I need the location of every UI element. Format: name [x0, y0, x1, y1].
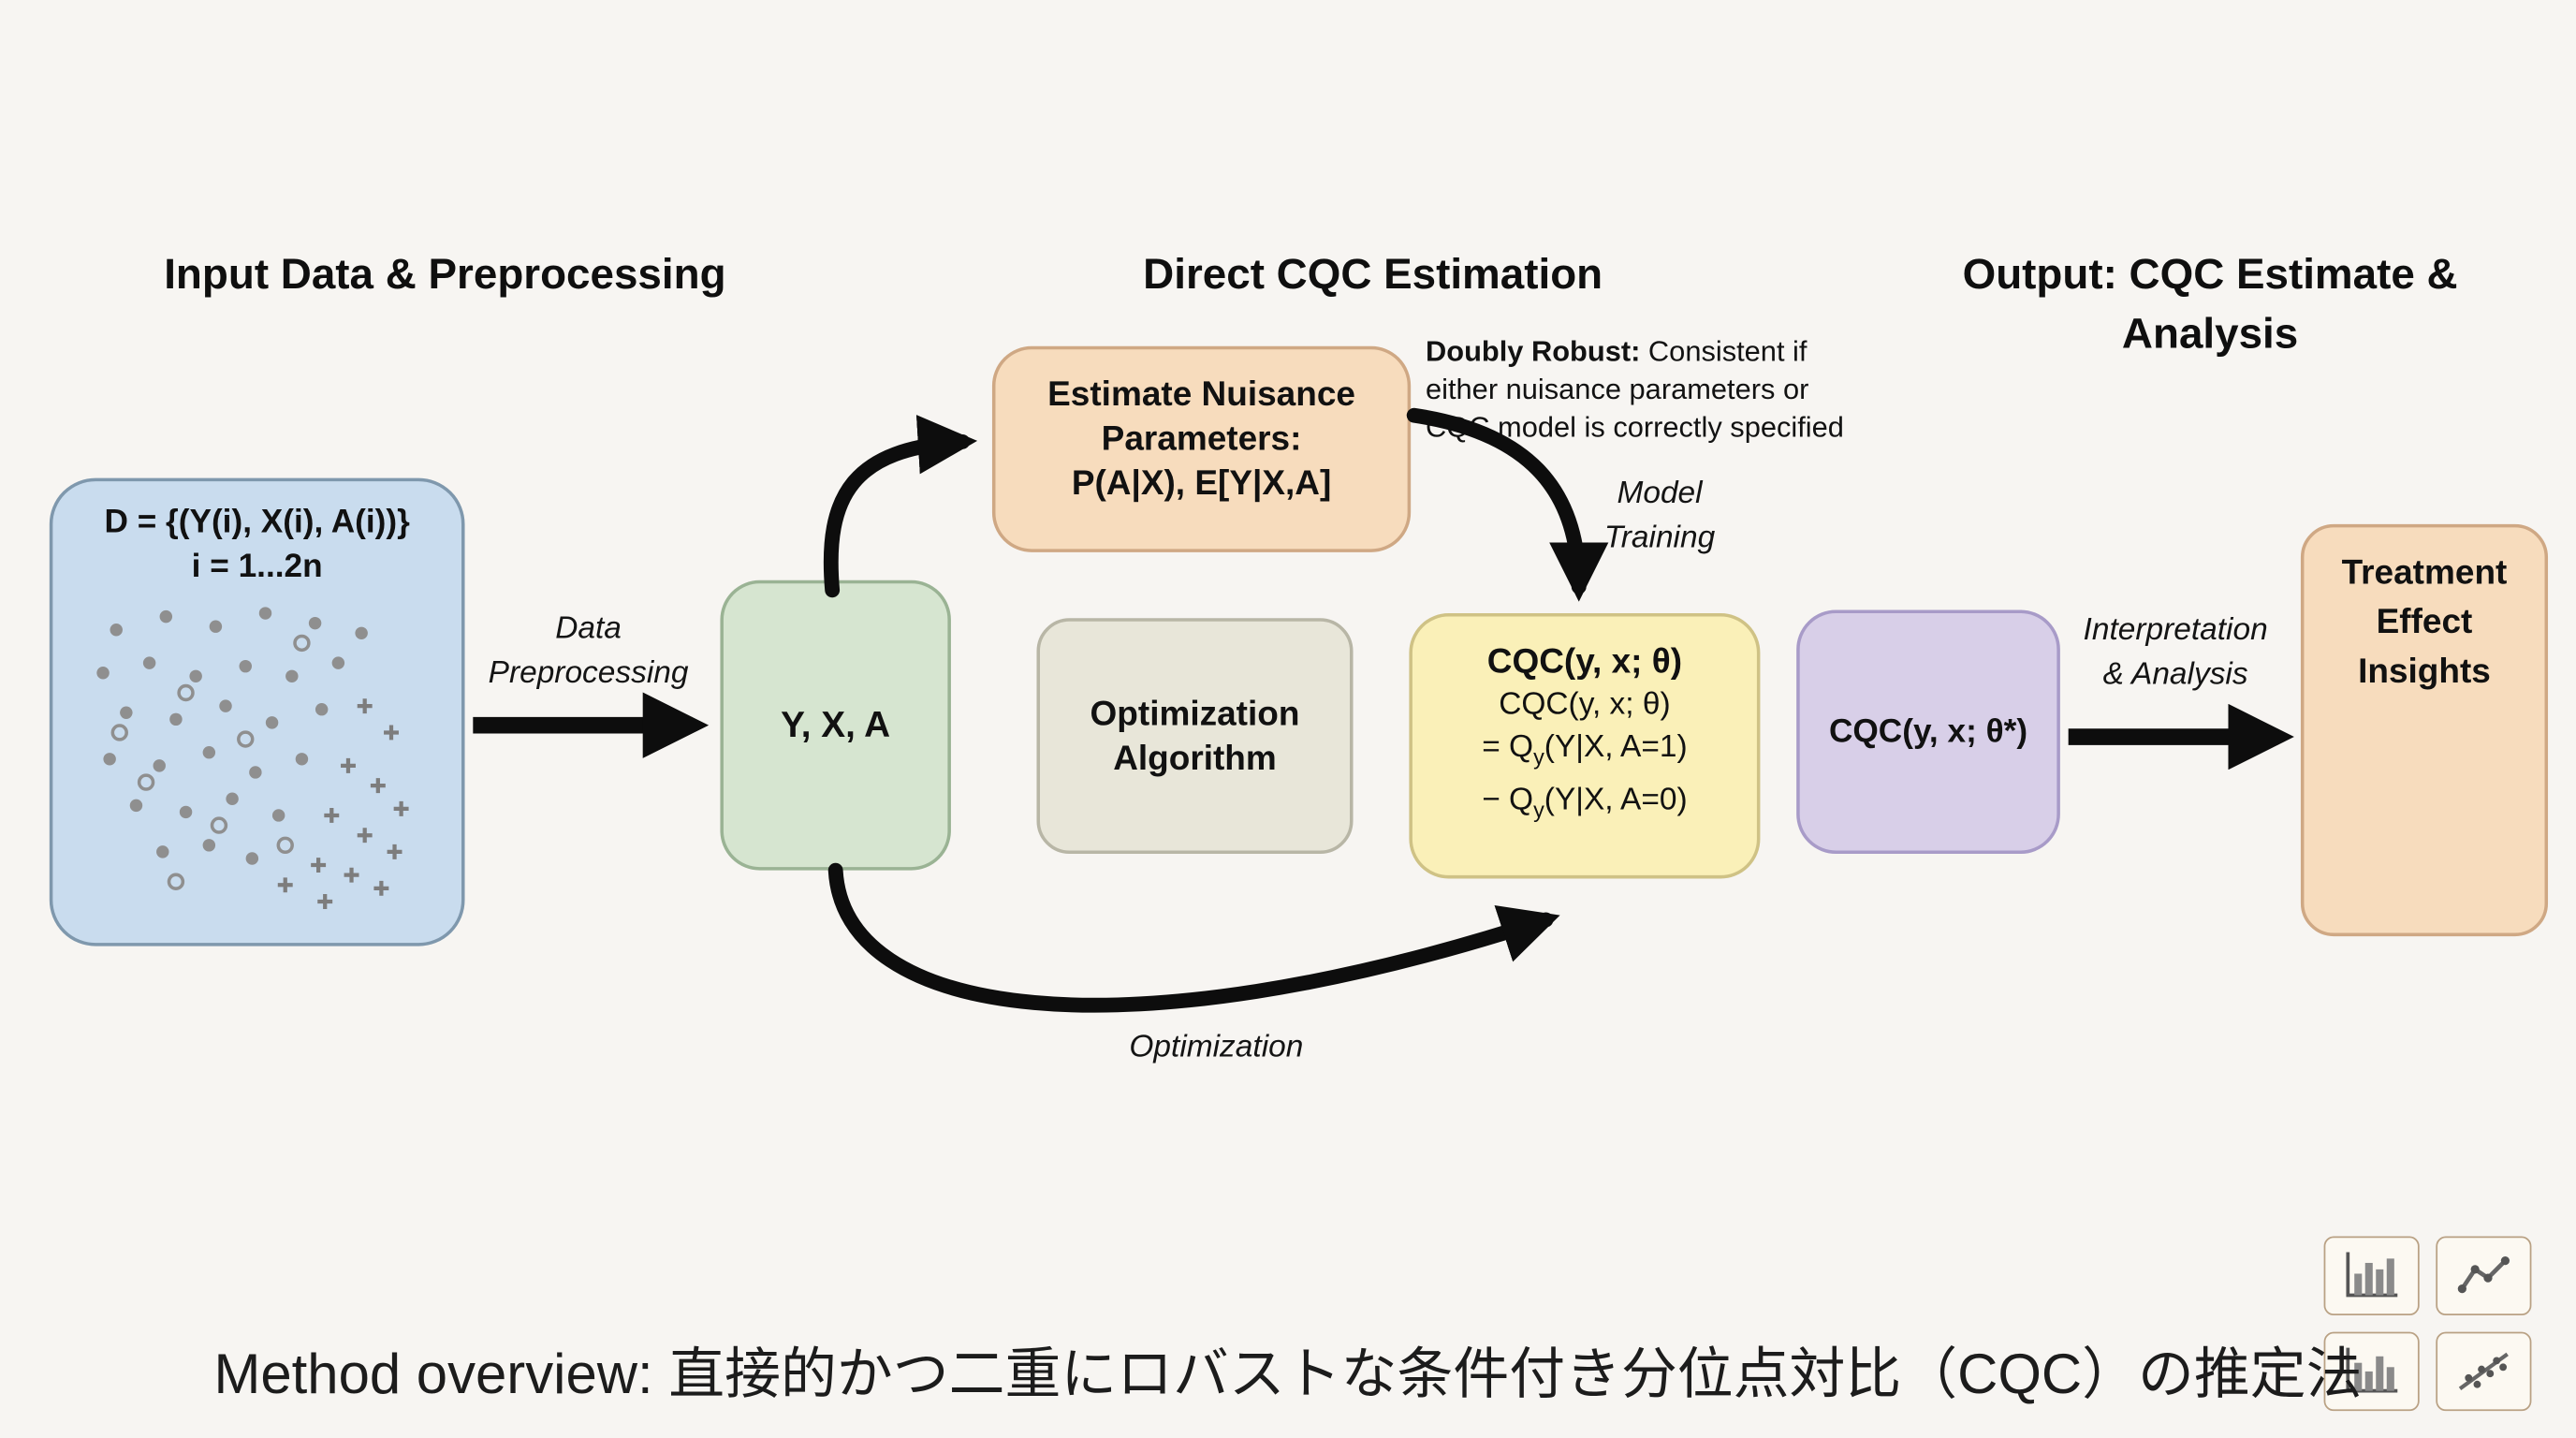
figure-caption: Method overview: 直接的かつ二重にロバストな条件付き分位点対比（… [213, 1343, 2363, 1406]
label-interpretation: Interpretation & Analysis [2083, 612, 2268, 693]
arrow-optimization [827, 862, 1560, 1013]
line-chart-icon [2436, 1236, 2532, 1316]
treatment-insights-box: Treatment Effect Insights [2300, 523, 2549, 1412]
cqc-estimate-box: CQC(y, x; θ*) [1796, 609, 2060, 855]
section-header-output-line1: Output: CQC Estimate & [1962, 248, 2458, 299]
nuisance-line3: P(A|X), E[Y|X,A] [1071, 464, 1332, 504]
nuisance-line2: Parameters: [1101, 419, 1302, 459]
doubly-robust-line3: CQC model is correctly specified [1426, 410, 1844, 444]
bar-chart-icon [2323, 1331, 2420, 1412]
input-formula-line2: i = 1...2n [191, 549, 323, 586]
optimization-box-line1: Optimization [1090, 695, 1300, 733]
insights-title-line1: Treatment [2341, 553, 2508, 593]
scatter-plot [96, 607, 409, 909]
preprocessed-data-label: Y, X, A [781, 703, 891, 745]
optimization-algorithm-box: Optimization Algorithm [1036, 618, 1354, 855]
arrow-to-nuisance [823, 415, 978, 598]
section-header-estimation: Direct CQC Estimation [1143, 248, 1603, 299]
input-data-formula: D = {(Y(i), X(i), A(i))} i = 1...2n [52, 481, 461, 590]
insights-icon-grid [2323, 1236, 2532, 1412]
cqc-formula-line3: − Qy(Y|X, A=0) [1482, 782, 1688, 822]
doubly-robust-line1: Consistent if [1640, 334, 1808, 368]
cqc-estimate-label: CQC(y, x; θ*) [1828, 712, 2028, 750]
section-header-output-line2: Analysis [2121, 308, 2299, 359]
bar-chart-axis-icon [2323, 1236, 2420, 1316]
label-data-preprocessing: Data Preprocessing [488, 611, 689, 691]
optimization-box-line2: Algorithm [1113, 739, 1277, 778]
label-optimization: Optimization [1129, 1030, 1304, 1065]
nuisance-parameters-box: Estimate Nuisance Parameters: P(A|X), E[… [991, 345, 1412, 552]
nuisance-line1: Estimate Nuisance [1047, 375, 1355, 414]
cqc-formula-line2: = Qy(Y|X, A=1) [1482, 729, 1688, 770]
doubly-robust-line2: either nuisance parameters or [1426, 372, 1809, 406]
section-header-input: Input Data & Preprocessing [164, 248, 726, 299]
doubly-robust-lead: Doubly Robust: [1426, 334, 1641, 368]
section-header-output: Output: CQC Estimate & Analysis [1881, 244, 2539, 363]
scatter-trend-icon [2436, 1331, 2532, 1412]
input-data-box: D = {(Y(i), X(i), A(i))} i = 1...2n [49, 477, 465, 946]
preprocessed-data-box: Y, X, A [720, 580, 951, 871]
cqc-model-title: CQC(y, x; θ) [1486, 642, 1683, 682]
cqc-model-box: CQC(y, x; θ) CQC(y, x; θ) = Qy(Y|X, A=1)… [1409, 612, 1761, 879]
label-model-training: Model Training [1603, 476, 1716, 556]
input-formula-line1: D = {(Y(i), X(i), A(i))} [104, 504, 410, 541]
cqc-formula-line1: CQC(y, x; θ) [1499, 687, 1671, 723]
insights-title-line3: Insights [2358, 653, 2491, 691]
insights-title-line2: Effect [2376, 603, 2473, 641]
doubly-robust-note: Doubly Robust: Consistent if either nuis… [1426, 333, 1920, 447]
